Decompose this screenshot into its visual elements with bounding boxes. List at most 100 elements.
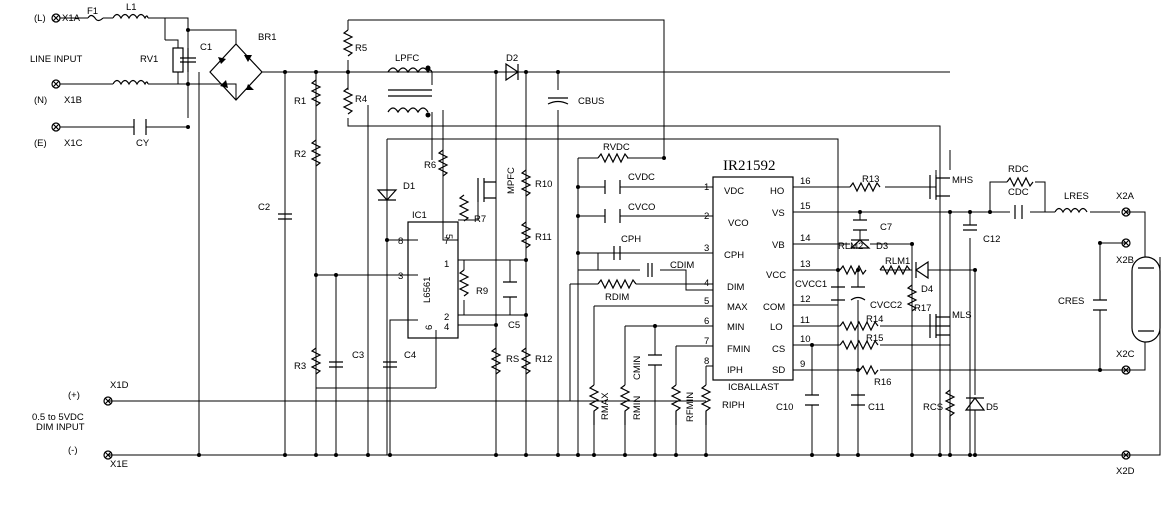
ref-cdc: CDC	[1008, 187, 1029, 198]
capacitor-cvcc2	[850, 286, 866, 301]
resistors-horizontal	[597, 152, 1034, 376]
ref-r2: R2	[294, 149, 306, 160]
l6561-chip	[407, 221, 459, 339]
label-x1e: X1E	[110, 459, 128, 470]
capacitor-c1	[180, 48, 196, 72]
inductor-l1-bottom	[112, 79, 149, 86]
pin-num-15: 15	[800, 201, 811, 212]
ref-rv1: RV1	[140, 54, 158, 65]
pin-num-3: 3	[704, 243, 709, 254]
resistor-r11	[520, 221, 532, 249]
resistor-r7	[458, 194, 470, 222]
pin-num-8: 8	[704, 356, 709, 367]
capacitor-c10	[805, 394, 819, 406]
inductor-lres	[1054, 207, 1088, 214]
resistor-r9	[458, 269, 470, 297]
capacitor-c7	[853, 219, 867, 231]
ref-mpfc: MPFC	[506, 167, 517, 194]
bridge-diodes	[218, 55, 254, 90]
pin-name-vcc: VCC	[766, 270, 786, 281]
ref-cvdc: CVDC	[628, 172, 655, 183]
diode-d5	[964, 397, 986, 411]
ref-r4: R4	[355, 94, 367, 105]
resistor-r1	[310, 79, 322, 107]
label-x2b: X2B	[1116, 255, 1134, 266]
ref-d1: D1	[403, 181, 415, 192]
label-x1c: X1C	[64, 138, 83, 149]
pin-num-1: 1	[704, 182, 709, 193]
resistor-rlm1	[879, 264, 911, 276]
resistor-r17	[906, 284, 918, 312]
ref-cvcc2: CVCC2	[870, 300, 902, 311]
ir21592-chip	[712, 176, 794, 381]
ic-title: IR21592	[723, 158, 776, 174]
pin-name-min: MIN	[727, 322, 745, 333]
terminal-x2c	[1121, 365, 1131, 375]
ref-riph: RIPH	[722, 400, 745, 411]
ref-cbus: CBUS	[578, 96, 604, 107]
ref-mhs: MHS	[952, 175, 973, 186]
label-minus: (-)	[68, 445, 78, 456]
pin-num-5: 5	[704, 296, 709, 307]
label-plus: (+)	[68, 390, 80, 401]
tag-l: (L)	[34, 13, 46, 24]
resistor-rfmin	[670, 384, 682, 425]
capacitor-c5	[503, 281, 517, 298]
inductor-lpfc-aux	[387, 107, 429, 114]
capacitor-cy	[133, 119, 147, 135]
ref-r14: R14	[866, 314, 883, 325]
ref-d4: D4	[921, 284, 933, 295]
ref-d2: D2	[506, 53, 518, 64]
ref-rlm1: RLM1	[885, 256, 910, 267]
terminals	[51, 13, 1131, 460]
pin-name-com: COM	[763, 302, 785, 313]
terminal-x1d	[103, 396, 113, 406]
resistor-rlm2	[839, 264, 867, 276]
ref-r15: R15	[866, 333, 883, 344]
ref-r3: R3	[294, 361, 306, 372]
ref-rmax: RMAX	[600, 392, 611, 420]
winding-dot-2	[425, 112, 431, 118]
diode-d4	[914, 260, 929, 280]
resistor-r10	[520, 169, 532, 197]
pin-num-16: 16	[800, 176, 811, 187]
ref-c2: C2	[258, 202, 270, 213]
terminal-x2b	[1121, 238, 1131, 248]
ref-r10: R10	[535, 179, 552, 190]
fuse-f1	[87, 14, 104, 22]
ic1-pin-1: 1	[444, 259, 449, 270]
label-dim-1: 0.5 to 5VDC	[32, 412, 84, 423]
ic1-pin-3: 3	[398, 271, 403, 282]
resistor-r3	[310, 347, 322, 375]
ref-cy: CY	[136, 138, 150, 149]
ref-r7: R7	[474, 214, 486, 225]
ref-rcs: RCS	[923, 402, 943, 413]
ref-c5: C5	[508, 320, 520, 331]
pin-name-vdc: VDC	[724, 186, 744, 197]
terminal-x1c	[51, 122, 61, 132]
diode-d3	[849, 239, 871, 249]
label-dim-2: DIM INPUT	[36, 422, 85, 433]
pin-num-4: 4	[704, 278, 709, 289]
ic1-pin-2: 2	[444, 312, 449, 323]
ref-d5: D5	[986, 402, 998, 413]
capacitor-cres	[1093, 299, 1107, 311]
ref-r17: R17	[914, 303, 931, 314]
mosfet-mhs	[929, 175, 950, 199]
ref-c10: C10	[776, 402, 793, 413]
ref-f1: F1	[87, 6, 98, 17]
label-line-input: LINE INPUT	[30, 54, 82, 65]
ref-rmin: RMIN	[632, 396, 643, 420]
ref-c7: C7	[880, 222, 892, 233]
ref-mls: MLS	[952, 310, 972, 321]
tag-e: (E)	[34, 138, 47, 149]
ref-c12: C12	[983, 234, 1000, 245]
ref-l1: L1	[126, 2, 137, 13]
resistor-rs	[490, 347, 502, 375]
terminal-x1e	[103, 450, 113, 460]
ref-rvdc: RVDC	[603, 142, 630, 153]
ref-cmin: CMIN	[632, 356, 643, 380]
ref-rfmin: RFMIN	[685, 392, 696, 422]
pin-num-13: 13	[800, 259, 811, 270]
